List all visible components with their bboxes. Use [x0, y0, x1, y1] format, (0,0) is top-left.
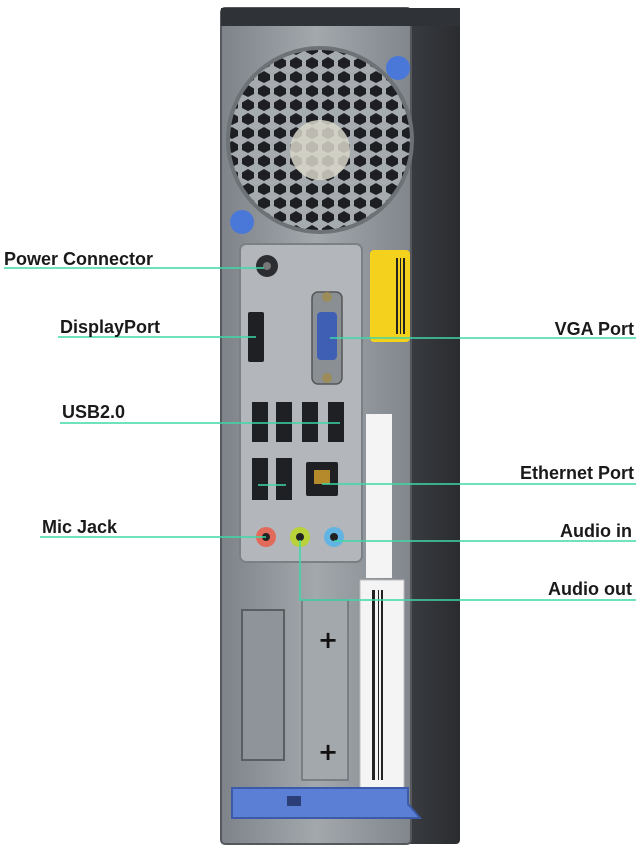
ethernet-port-label: Ethernet Port	[519, 463, 634, 483]
fan-hub	[290, 120, 350, 180]
chassis-top-frame	[221, 8, 460, 26]
expansion-slot-cover	[301, 599, 349, 781]
audio-out-line	[299, 540, 636, 601]
usb-ports	[252, 402, 344, 500]
audio-in-label: Audio in	[560, 521, 632, 541]
svg-text:+: +	[318, 626, 338, 654]
blue-screw-left	[230, 210, 254, 234]
leader-lines	[4, 267, 636, 601]
serial-barcode	[372, 590, 383, 780]
power-connector-label: Power Connector	[4, 249, 154, 269]
barcode-strip	[366, 414, 392, 578]
audio-out-label: Audio out	[548, 579, 632, 599]
vga-port-label: VGA Port	[554, 319, 634, 339]
chassis-side	[404, 8, 460, 844]
expansion-slot	[241, 609, 285, 761]
mic-jack-label: Mic Jack	[42, 517, 118, 537]
vga-socket	[317, 312, 337, 360]
yellow-sticker-barcode	[396, 258, 405, 334]
svg-text:+: +	[318, 738, 338, 766]
displayport-label: DisplayPort	[60, 317, 161, 337]
blue-screw-top	[386, 56, 410, 80]
usb20-label: USB2.0	[62, 402, 126, 422]
blue-latch	[231, 787, 423, 819]
